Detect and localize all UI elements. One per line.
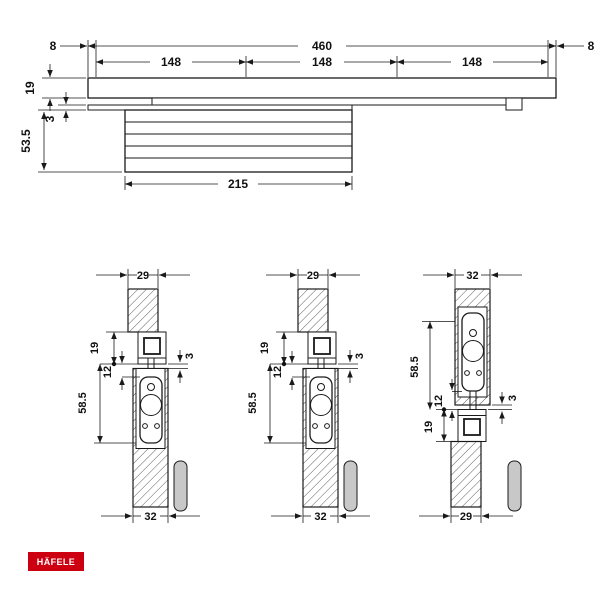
section-view-right: 32 58.5 12 bbox=[409, 269, 522, 523]
dim-rail-height: 19 bbox=[423, 407, 458, 442]
dim-body-length-label: 215 bbox=[228, 177, 248, 191]
dim-door-thickness-label: 32 bbox=[314, 511, 326, 523]
hinge-pin bbox=[507, 460, 522, 512]
dim-hole-spacing-3-label: 148 bbox=[462, 55, 482, 69]
dim-door-thickness: 29 bbox=[419, 511, 513, 523]
hinge-pin bbox=[343, 460, 358, 512]
dim-end-offset-right-label: 8 bbox=[588, 39, 595, 53]
dim-rail-height-label: 19 bbox=[89, 342, 101, 354]
slide-rail-section bbox=[137, 331, 167, 377]
frame-section bbox=[127, 288, 159, 333]
frame-section bbox=[297, 288, 329, 333]
dim-rail-height-label: 19 bbox=[23, 81, 37, 95]
dim-door-thickness-label: 29 bbox=[460, 511, 472, 523]
dim-body-depth-label: 58.5 bbox=[77, 392, 89, 413]
dim-plate-thickness: 3 bbox=[38, 92, 86, 122]
dim-clearance: 3 bbox=[338, 350, 366, 383]
dim-axis-offset: 12 bbox=[272, 351, 310, 390]
dim-body-height: 53.5 bbox=[19, 112, 122, 173]
dim-axis-offset-label: 12 bbox=[272, 366, 284, 378]
dim-axis-offset-label: 12 bbox=[433, 395, 445, 407]
slide-rail-section bbox=[457, 409, 487, 442]
dim-frame-depth: 29 bbox=[266, 270, 360, 282]
dim-hole-spacing-1-label: 148 bbox=[161, 55, 181, 69]
dim-door-thickness: 32 bbox=[101, 511, 200, 523]
dim-body-depth: 58.5 bbox=[247, 364, 306, 444]
dim-body-depth: 58.5 bbox=[77, 364, 136, 444]
brand-logo: HÄFELE bbox=[28, 552, 84, 571]
dim-frame-depth-label: 29 bbox=[307, 270, 319, 282]
mounting-plate bbox=[87, 104, 353, 111]
dim-body-depth-label: 58.5 bbox=[409, 356, 421, 377]
dim-body-length: 215 bbox=[124, 176, 353, 191]
brand-logo-text: HÄFELE bbox=[37, 557, 75, 567]
dim-total-length: 460 bbox=[88, 39, 556, 53]
dim-hole-spacing-2-label: 148 bbox=[312, 55, 332, 69]
front-elevation-view: 460 8 8 148 148 148 bbox=[19, 39, 595, 191]
door-leaf-section bbox=[450, 440, 482, 508]
dim-hole-spacing-chain: 148 148 148 bbox=[96, 55, 548, 69]
dim-total-length-label: 460 bbox=[312, 39, 332, 53]
dim-clearance-label: 3 bbox=[507, 395, 519, 401]
closer-body-section bbox=[461, 312, 485, 419]
dim-axis-offset-label: 12 bbox=[102, 366, 114, 378]
dim-plate-thickness-label: 3 bbox=[43, 115, 57, 122]
dim-frame-depth-label: 32 bbox=[466, 270, 478, 282]
closer-body-section bbox=[309, 376, 333, 444]
dim-door-thickness: 32 bbox=[271, 511, 370, 523]
hinge-pin bbox=[173, 460, 188, 512]
dim-clearance: 3 bbox=[168, 350, 196, 383]
section-view-left: 29 19 12 bbox=[77, 269, 200, 523]
dim-rail-height-label: 19 bbox=[423, 421, 435, 433]
dim-frame-depth: 29 bbox=[96, 270, 190, 282]
dim-clearance-label: 3 bbox=[184, 353, 196, 359]
dim-body-depth: 58.5 bbox=[409, 321, 455, 410]
slide-rail bbox=[87, 77, 557, 99]
dim-axis-offset: 12 bbox=[433, 379, 462, 421]
dim-axis-offset: 12 bbox=[102, 351, 140, 390]
dim-clearance: 3 bbox=[488, 392, 519, 424]
dim-rail-height: 19 bbox=[89, 331, 138, 367]
brand-logo-background bbox=[28, 552, 84, 571]
dim-body-depth-label: 58.5 bbox=[247, 392, 259, 413]
dim-frame-depth-label: 29 bbox=[137, 270, 149, 282]
dim-end-offset-right: 8 bbox=[557, 39, 595, 53]
closer-body bbox=[124, 109, 353, 173]
dim-clearance-label: 3 bbox=[354, 353, 366, 359]
closer-body-section bbox=[139, 376, 163, 444]
dim-rail-height-label: 19 bbox=[259, 342, 271, 354]
dim-rail-height: 19 bbox=[23, 64, 86, 111]
dim-end-offset-left: 8 bbox=[50, 39, 87, 53]
dim-frame-depth: 32 bbox=[423, 270, 522, 282]
section-view-middle: 29 19 12 bbox=[247, 269, 370, 523]
dim-rail-height: 19 bbox=[259, 331, 308, 367]
dim-door-thickness-label: 32 bbox=[144, 511, 156, 523]
dim-body-height-label: 53.5 bbox=[19, 129, 33, 153]
dim-end-offset-left-label: 8 bbox=[50, 39, 57, 53]
